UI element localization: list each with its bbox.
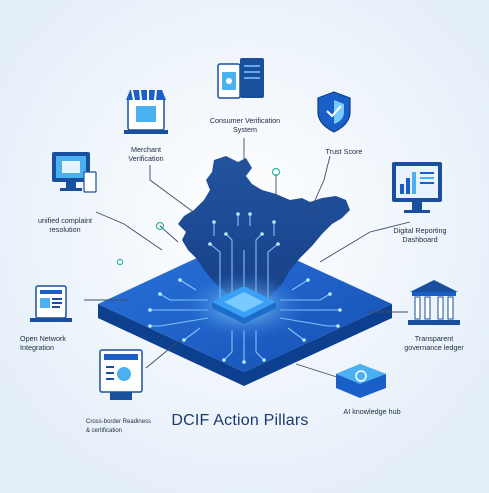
connector-nodes: [116, 167, 281, 266]
circuit-nodes: [148, 212, 342, 364]
ai-hub-icon: [336, 364, 386, 398]
network-document-icon: [30, 285, 72, 322]
governance-building-icon: [408, 280, 460, 325]
india-map: [178, 156, 350, 312]
shield-icon: [317, 91, 351, 133]
digital-reporting-label: Digital Reporting Dashboard: [393, 226, 447, 244]
trust-score-label: Trust Score: [325, 147, 363, 156]
merchant-verification-label: Merchant Verification: [128, 145, 164, 163]
ai-knowledge-hub-label: AI knowledge hub: [343, 407, 401, 416]
certificate-icon: [99, 349, 143, 400]
complaint-monitor-icon: [52, 152, 97, 193]
connector-lines: [84, 138, 411, 379]
unified-complaint-label: unified complaint resolution: [38, 216, 92, 234]
dashboard-monitor-icon: [392, 162, 442, 213]
storefront-icon: [124, 89, 168, 134]
transparent-governance-label: Transparent governance ledger: [404, 334, 464, 352]
cross-border-label: Cross-border Readiness & certification: [86, 419, 152, 434]
diagram-title: DCIF Action Pillars: [171, 412, 309, 429]
consumer-verification-label: Consumer Verification System: [209, 116, 281, 134]
central-chip: [182, 272, 306, 340]
server-icon: [217, 58, 264, 99]
open-network-label: Open Network Integration: [20, 334, 66, 352]
